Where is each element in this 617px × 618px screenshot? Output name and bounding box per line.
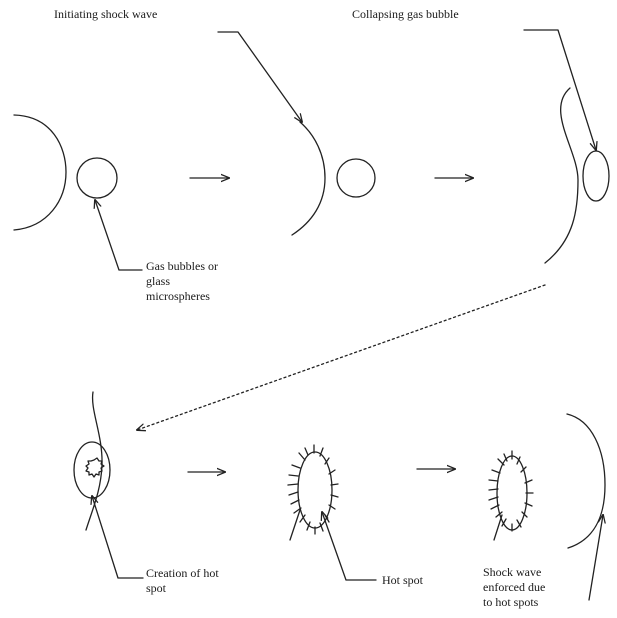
pointer-arrow-hot-spot bbox=[322, 512, 376, 580]
pointer-arrow-creation-hot-spot bbox=[92, 496, 143, 578]
collapsing-bubble-stage3 bbox=[583, 151, 609, 201]
bubble-with-hot-spots-stage6 bbox=[497, 456, 527, 530]
gas-bubble-stage2 bbox=[337, 159, 375, 197]
hot-spot-spikes-stage5 bbox=[288, 445, 338, 540]
pointer-arrow-shock-wave-enforced bbox=[589, 515, 603, 600]
shock-wave-arc-stage3 bbox=[545, 88, 578, 263]
label-shock-wave-enforced: Shock wave enforced due to hot spots bbox=[483, 565, 545, 610]
label-creation-of-hot-spot: Creation of hot spot bbox=[146, 566, 219, 596]
label-collapsing-gas-bubble: Collapsing gas bubble bbox=[352, 7, 459, 22]
pointer-arrow-collapsing-gas-bubble bbox=[524, 30, 596, 150]
shock-wave-arc-stage6 bbox=[567, 414, 605, 548]
gas-bubble-stage1 bbox=[77, 158, 117, 198]
label-gas-bubbles: Gas bubbles or glass microspheres bbox=[146, 259, 218, 304]
shock-wave-arc-stage1 bbox=[14, 115, 66, 230]
shock-wave-arc-stage2 bbox=[292, 122, 325, 235]
dotted-transition-arrow bbox=[137, 285, 545, 430]
label-hot-spot: Hot spot bbox=[382, 573, 423, 588]
bubble-outline-stage4 bbox=[74, 442, 110, 498]
label-initiating-shock-wave: Initiating shock wave bbox=[54, 7, 157, 22]
pointer-arrow-initiating-shock-wave bbox=[218, 32, 302, 122]
pointer-arrow-gas-bubbles bbox=[95, 200, 142, 270]
